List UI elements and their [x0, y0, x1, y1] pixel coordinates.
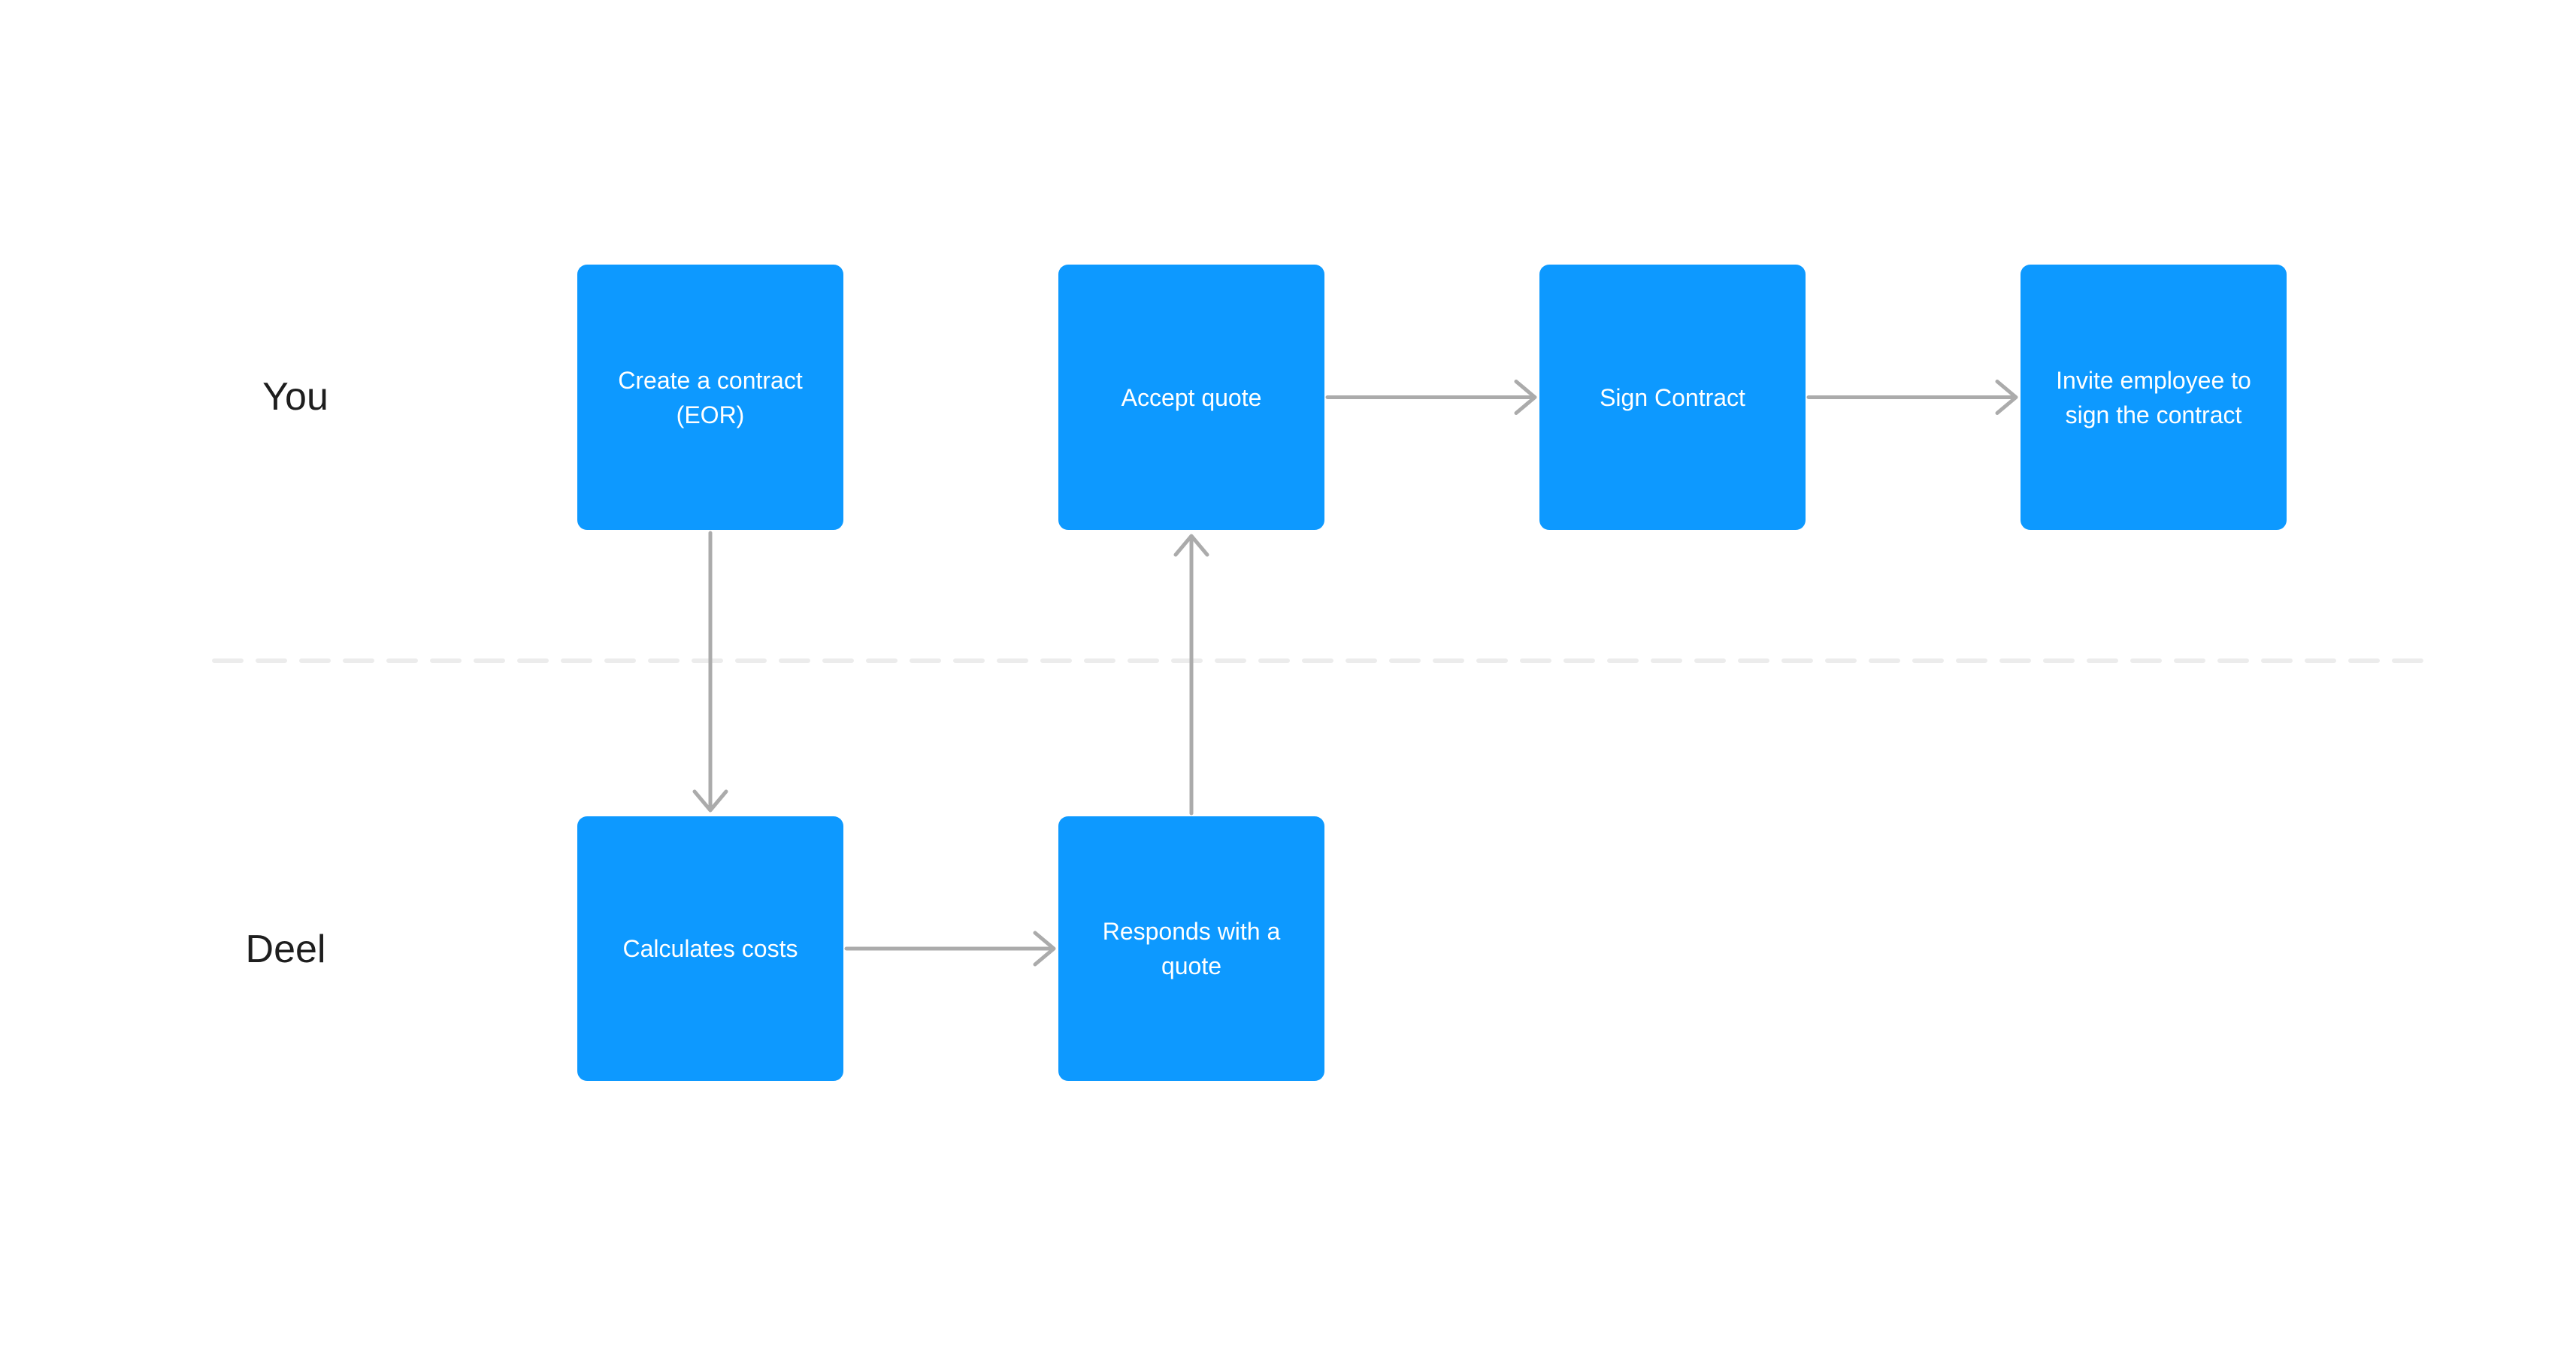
- node-calculates-costs[interactable]: Calculates costs: [577, 816, 843, 1081]
- node-label: Accept quote: [1121, 383, 1262, 411]
- lane-label-you: You: [262, 375, 328, 419]
- node-label: Invite employee to sign the contract: [2056, 366, 2251, 428]
- node-label: Create a contract (EOR): [618, 366, 803, 428]
- edge-sign-contract-to-invite-employee-sign-contract: [1806, 380, 2018, 415]
- lane-label-deel: Deel: [245, 928, 326, 971]
- node-label: Sign Contract: [1600, 383, 1745, 411]
- node-accept-quote[interactable]: Accept quote: [1058, 265, 1324, 530]
- edge-accept-quote-to-sign-contract: [1325, 380, 1537, 415]
- node-create-contract-eor[interactable]: Create a contract (EOR): [577, 265, 843, 530]
- node-label: Calculates costs: [622, 935, 798, 962]
- node-sign-contract[interactable]: Sign Contract: [1539, 265, 1806, 530]
- edge-calculates-costs-to-responds-with-quote: [844, 931, 1056, 967]
- node-invite-employee-sign-contract[interactable]: Invite employee to sign the contract: [2021, 265, 2287, 530]
- node-responds-with-quote[interactable]: Responds with a quote: [1058, 816, 1324, 1081]
- edge-responds-with-quote-to-accept-quote: [1173, 534, 1209, 816]
- edge-create-contract-eor-to-calculates-costs: [692, 531, 728, 813]
- node-label: Responds with a quote: [1102, 918, 1281, 979]
